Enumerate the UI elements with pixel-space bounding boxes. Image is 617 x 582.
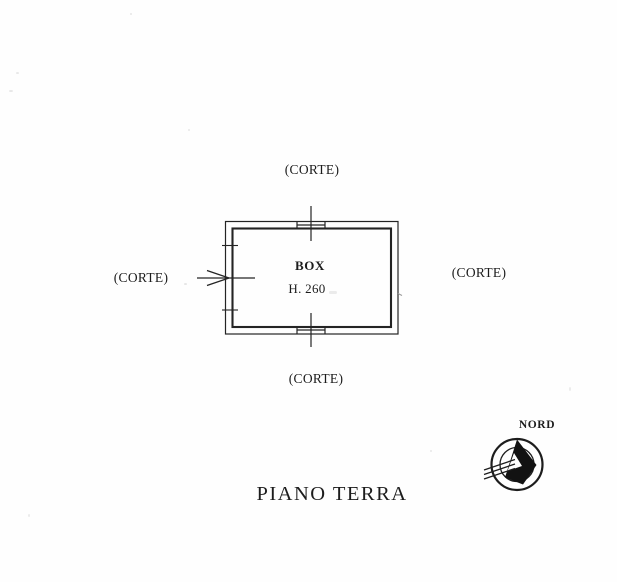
scan-speck [28, 514, 30, 517]
scan-speck [430, 450, 432, 452]
court-label-top: (CORTE) [284, 162, 340, 177]
wall-joint-ticks-left [222, 244, 238, 311]
scan-speck [9, 90, 13, 92]
room-height-label: H. 260 [288, 280, 326, 296]
court-label-bottom: (CORTE) [288, 371, 344, 386]
room-name-label: BOX [295, 257, 325, 273]
compass-hatch-lines [483, 458, 516, 480]
page-title: PIANO TERRA [256, 482, 408, 505]
north-compass-icon [483, 437, 544, 492]
compass-label: NORD [518, 418, 556, 431]
compass-needle [505, 439, 537, 485]
scan-speck [130, 13, 132, 15]
scan-tick [397, 293, 403, 296]
court-label-right: (CORTE) [451, 265, 507, 280]
scan-speck [184, 283, 187, 285]
court-label-left: (CORTE) [113, 270, 169, 285]
scan-speck [569, 387, 571, 391]
compass-needle-notch [507, 453, 522, 471]
scan-speck [188, 129, 190, 131]
scan-speck [16, 72, 19, 74]
scan-speck [329, 291, 337, 294]
entrance-arrow-icon [197, 269, 255, 287]
inner-wall-line [231, 227, 393, 329]
